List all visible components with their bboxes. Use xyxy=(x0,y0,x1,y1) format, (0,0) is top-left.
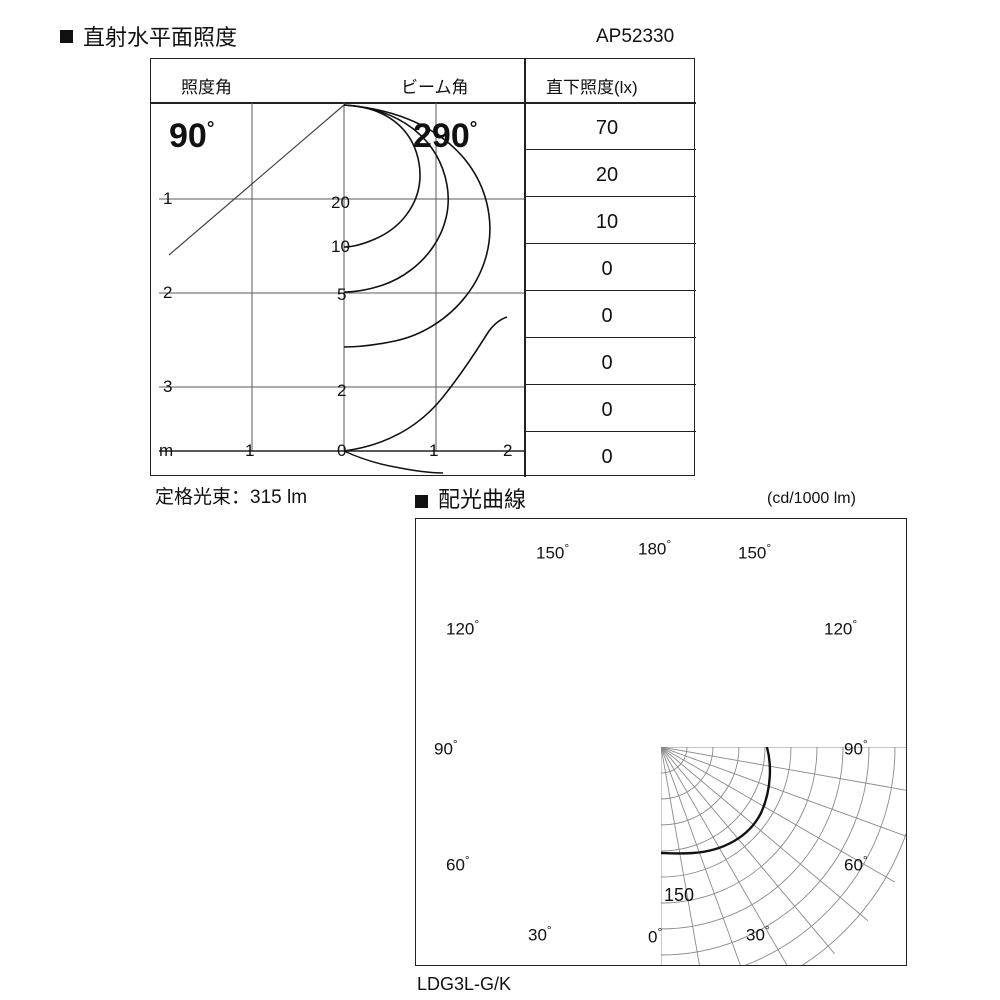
x-label-0: 0 xyxy=(337,441,347,460)
polar-label-150-left: 150° xyxy=(536,541,570,563)
header-beam-angle: ビーム角 xyxy=(401,78,469,97)
polar-title: 配光曲線 xyxy=(415,482,526,514)
polar-label-90-left: 90° xyxy=(434,737,458,759)
x-label-right-1: 1 xyxy=(429,441,439,460)
polar-label-120-right: 120° xyxy=(824,617,858,639)
lx-value-row-4: 0 xyxy=(601,258,613,280)
table-rule xyxy=(524,290,696,292)
table-rule xyxy=(524,243,696,245)
model-code: AP52330 xyxy=(596,26,675,47)
illuminance-title: 直射水平面照度 xyxy=(60,20,237,52)
depth-label-3: 3 xyxy=(163,377,173,396)
polar-chart-frame: 150° 180° 150° 120° 120° 90° 90° 60° 60°… xyxy=(415,518,907,966)
contour-label-5: 5 xyxy=(337,285,347,304)
table-divider xyxy=(524,59,526,477)
lx-value-row-8: 0 xyxy=(601,446,613,468)
polar-label-0: 0° xyxy=(648,925,663,947)
header-direct-illuminance: 直下照度(lx) xyxy=(546,78,638,97)
depth-unit-label: m xyxy=(159,441,174,460)
polar-unit-label: (cd/1000 lm) xyxy=(767,490,856,507)
lx-value-row-1: 70 xyxy=(595,117,619,139)
depth-label-1: 1 xyxy=(163,189,173,208)
table-rule xyxy=(524,337,696,339)
polar-label-120-left: 120° xyxy=(446,617,480,639)
polar-label-60-right: 60° xyxy=(844,853,868,875)
depth-label-2: 2 xyxy=(163,283,173,302)
polar-label-30-left: 30° xyxy=(528,923,552,945)
polar-label-60-left: 60° xyxy=(446,853,470,875)
header-divider xyxy=(151,102,696,104)
polar-label-180: 180° xyxy=(638,537,672,559)
polar-radial-value-label: 150 xyxy=(664,885,695,905)
polar-label-30-right: 30° xyxy=(746,923,770,945)
contour-label-10: 10 xyxy=(331,237,350,256)
beam-angle-value: 290° xyxy=(413,117,478,155)
lamp-model-code: LDG3L-G/K xyxy=(417,974,512,994)
illuminance-section: 直射水平面照度 AP52330 xyxy=(60,8,696,508)
light-distribution-section: 配光曲線 (cd/1000 lm) xyxy=(415,478,935,998)
contour-label-2: 2 xyxy=(337,381,347,400)
lx-value-row-3: 10 xyxy=(595,211,619,233)
illuminance-plot xyxy=(159,103,524,474)
lx-value-row-7: 0 xyxy=(601,399,613,421)
illuminance-chart-frame: 照度角 ビーム角 直下照度(lx) 90° 290° 1 2 3 m 1 0 1… xyxy=(150,58,696,477)
x-label-right-2: 2 xyxy=(503,441,513,460)
table-rule xyxy=(524,384,696,386)
table-rule xyxy=(524,196,696,198)
table-rule xyxy=(524,431,696,433)
x-label-left-1: 1 xyxy=(245,441,255,460)
contour-label-20: 20 xyxy=(331,193,350,212)
polar-label-90-right: 90° xyxy=(844,737,868,759)
lx-value-row-5: 0 xyxy=(601,305,613,327)
illuminance-angle-value: 90° xyxy=(169,117,215,155)
table-rule xyxy=(524,149,696,151)
rated-flux-label: 定格光束：315 lm xyxy=(155,487,308,508)
square-bullet-icon xyxy=(415,494,428,508)
lx-value-row-2: 20 xyxy=(595,164,619,186)
polar-label-150-right: 150° xyxy=(738,541,772,563)
polar-plot xyxy=(661,747,906,965)
lx-value-row-6: 0 xyxy=(601,352,613,374)
header-illuminance-angle: 照度角 xyxy=(181,78,232,97)
square-bullet-icon xyxy=(60,29,73,43)
